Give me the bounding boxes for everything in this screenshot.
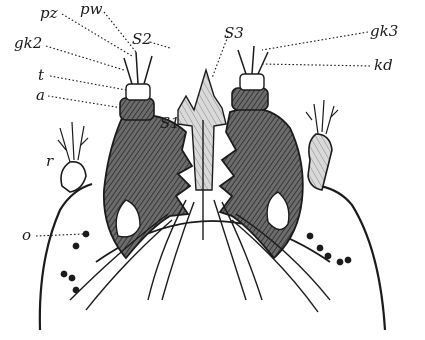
label-gk3: gk3: [370, 22, 398, 40]
right-antenna-segment: [240, 74, 264, 90]
label-t: t: [38, 66, 45, 84]
leader-s3: [212, 36, 228, 78]
right-palp: [308, 134, 332, 190]
label-r: r: [46, 152, 54, 170]
right-palp-bristles: [306, 100, 338, 134]
right-sclerite: [220, 108, 303, 258]
median-piece: [178, 70, 226, 190]
label-kd: kd: [374, 56, 393, 74]
left-sclerite-s1: [104, 115, 192, 258]
leader-t: [50, 76, 126, 90]
label-s1: S1: [160, 114, 180, 132]
label-pz: pz: [40, 4, 58, 22]
leader-o: [36, 234, 84, 236]
right-antenna-tip-kd: [238, 46, 268, 74]
leader-kd: [262, 64, 370, 66]
label-gk2: gk2: [14, 34, 42, 52]
leader-a: [48, 96, 122, 108]
label-o: o: [22, 226, 31, 244]
leader-s2: [150, 42, 170, 48]
head-capsule-outline: [40, 184, 385, 330]
leader-gk2: [46, 46, 124, 70]
left-antenna-tip-gk2: [124, 52, 152, 84]
left-palp-bristles: [58, 122, 88, 162]
label-s3: S3: [224, 24, 244, 42]
ocelli-left: [61, 231, 90, 294]
label-s2: S2: [132, 30, 152, 48]
leader-gk3: [262, 32, 368, 50]
left-antenna-base-a: [120, 98, 154, 120]
left-antenna-segment-t: [126, 84, 150, 100]
right-antenna-base: [232, 88, 268, 110]
label-pw: pw: [80, 0, 103, 18]
label-a: a: [36, 86, 45, 104]
leader-pz: [62, 14, 132, 56]
